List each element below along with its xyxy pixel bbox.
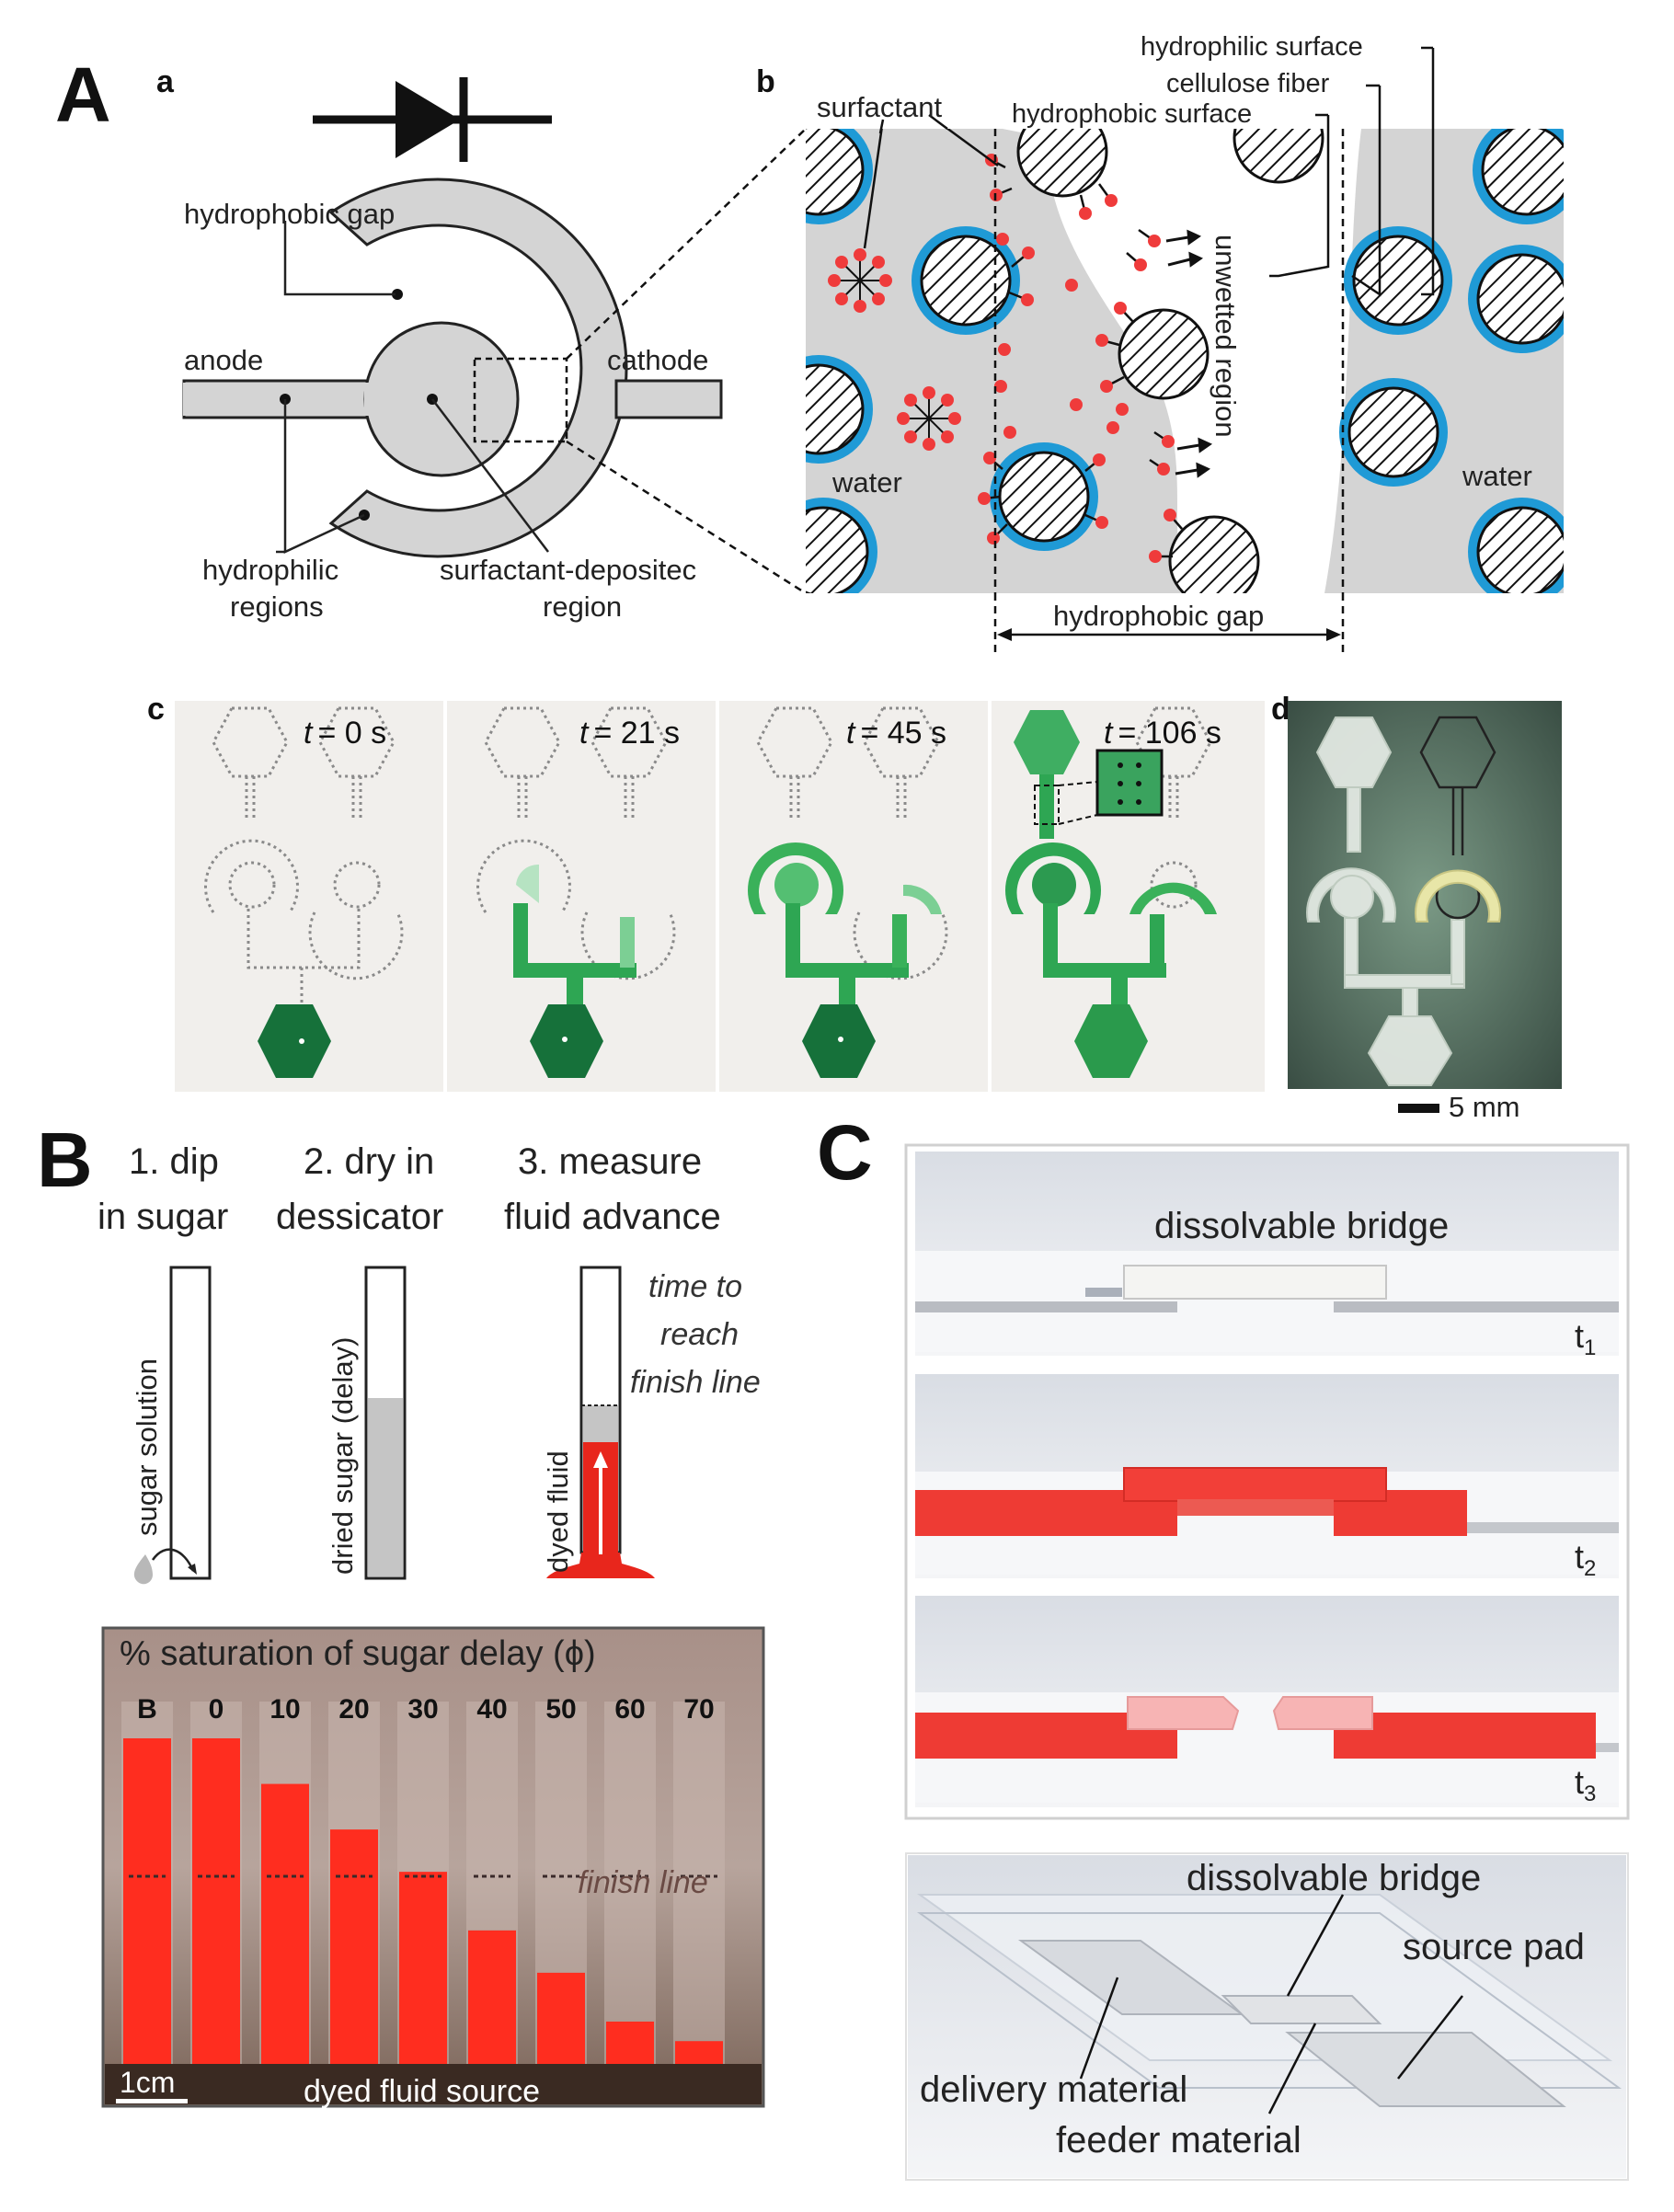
dyed-fluid-label: dyed fluid <box>542 1450 574 1573</box>
percent-label: 50 <box>545 1694 576 1725</box>
hydrophobic-gap-arrow <box>997 628 1341 641</box>
step1-line1: 1. dip <box>129 1141 219 1182</box>
fluid-columns <box>121 1702 725 2064</box>
cellulose-fibers <box>806 129 1564 593</box>
surfactant-label: surfactant <box>817 91 943 123</box>
percent-label: B <box>137 1694 157 1725</box>
panel-label-c: c <box>147 692 165 727</box>
cellulose-fiber-label: cellulose fiber <box>1166 69 1330 98</box>
hydrophobic-gap-b-label: hydrophobic gap <box>1053 600 1264 632</box>
surfactant-molecules <box>978 154 1213 563</box>
stage-t1 <box>915 1152 1619 1356</box>
surfactant-region-label-2: region <box>543 590 622 623</box>
step-tubes <box>133 1266 655 1585</box>
step3-line2: fluid advance <box>504 1197 721 1237</box>
fluid-column <box>399 1872 447 2064</box>
timestamps: t= 0 s t= 21 s t= 45 s t= 106 s <box>304 716 1221 751</box>
tube <box>604 1702 656 2064</box>
fluid-column <box>468 1930 516 2064</box>
fluid-column <box>606 2021 654 2064</box>
hydrophobic-gap-label: hydrophobic gap <box>184 198 395 230</box>
finish-line-label: finish line <box>578 1865 708 1900</box>
percent-label: 70 <box>683 1694 714 1725</box>
scale-label-d: 5 mm <box>1449 1091 1520 1123</box>
water-label-right: water <box>1462 460 1532 492</box>
panel-label-A: A <box>55 52 111 138</box>
stack-diagram <box>905 1852 1629 2181</box>
percent-label: 10 <box>269 1694 300 1725</box>
surfactant-region-label-1: surfactant-depositec <box>440 554 696 586</box>
zoom-line-bottom <box>566 440 807 595</box>
anode-label: anode <box>184 344 263 376</box>
panel-label-d: d <box>1271 692 1290 727</box>
svg-text:t= 106 s: t= 106 s <box>1104 716 1221 751</box>
micelles <box>828 248 961 451</box>
panel-label-B: B <box>37 1117 93 1203</box>
water-label-left: water <box>831 466 902 499</box>
step2-line1: 2. dry in <box>304 1141 434 1182</box>
hydrophilic-surface-label: hydrophilic surface <box>1141 32 1363 62</box>
step3-line1: 3. measure <box>518 1141 702 1182</box>
svg-text:t= 0 s: t= 0 s <box>304 716 386 751</box>
sugar-delay-photo <box>101 1626 765 2108</box>
percent-labels: B 0 10 20 30 40 50 60 70 <box>137 1694 715 1725</box>
delivery-material-label: delivery material <box>920 2069 1187 2110</box>
percent-label: 40 <box>476 1694 507 1725</box>
percent-label: 0 <box>209 1694 224 1725</box>
zoom-line-top <box>566 128 807 360</box>
diode-icon <box>313 77 552 162</box>
fluid-column <box>675 2041 723 2064</box>
fluid-column <box>537 1972 585 2064</box>
device-photo-d <box>1288 701 1562 1089</box>
sugar-solution-label: sugar solution <box>131 1358 163 1536</box>
source-pad-label: source pad <box>1403 1927 1585 1967</box>
panel-label-C: C <box>817 1109 873 1196</box>
hydrophobic-surface-label: hydrophobic surface <box>1012 99 1252 129</box>
feeder-material-label: feeder material <box>1056 2120 1301 2160</box>
fluid-column <box>261 1783 309 2064</box>
stage-t3 <box>915 1596 1619 1807</box>
unwetted-region-label: unwetted region <box>1210 235 1242 438</box>
time-label-3: finish line <box>630 1365 761 1400</box>
hydrophilic-label-2: regions <box>230 590 324 623</box>
bridge-label-t1: dissolvable bridge <box>1154 1206 1449 1246</box>
fluid-column <box>123 1738 171 2064</box>
scale-bar-B <box>116 2099 188 2103</box>
hydrophilic-label-1: hydrophilic <box>202 554 338 586</box>
t2-label: t2 <box>1575 1538 1596 1581</box>
t1-label: t1 <box>1575 1317 1596 1360</box>
device-schematic <box>182 178 723 558</box>
scale-bar-d <box>1398 1104 1439 1113</box>
time-label-2: reach <box>660 1317 739 1352</box>
step2-line2: dessicator <box>276 1197 443 1237</box>
source-label: dyed fluid source <box>304 2074 540 2109</box>
time-label-1: time to <box>648 1269 742 1304</box>
panel-label-a: a <box>156 64 175 99</box>
stage-t2 <box>915 1374 1619 1578</box>
step1-line2: in sugar <box>97 1197 228 1237</box>
percent-label: 60 <box>614 1694 645 1725</box>
t3-label: t3 <box>1575 1763 1596 1806</box>
fluid-column <box>330 1829 378 2064</box>
panel-label-b: b <box>756 64 775 99</box>
fluid-column <box>192 1738 240 2064</box>
dried-sugar-label: dried sugar (delay) <box>327 1337 359 1575</box>
svg-text:t= 45 s: t= 45 s <box>846 716 946 751</box>
time-lapse-photos <box>175 701 1265 1092</box>
bridge-label-stack: dissolvable bridge <box>1187 1858 1481 1898</box>
cathode-label: cathode <box>607 344 708 376</box>
percent-label: 20 <box>338 1694 369 1725</box>
percent-label: 30 <box>407 1694 438 1725</box>
scale-label-B: 1cm <box>120 2066 175 2099</box>
svg-text:t= 21 s: t= 21 s <box>579 716 680 751</box>
fiber-diagram <box>806 129 1564 593</box>
tube <box>673 1702 725 2064</box>
photo-title: % saturation of sugar delay (ϕ) <box>120 1634 596 1673</box>
